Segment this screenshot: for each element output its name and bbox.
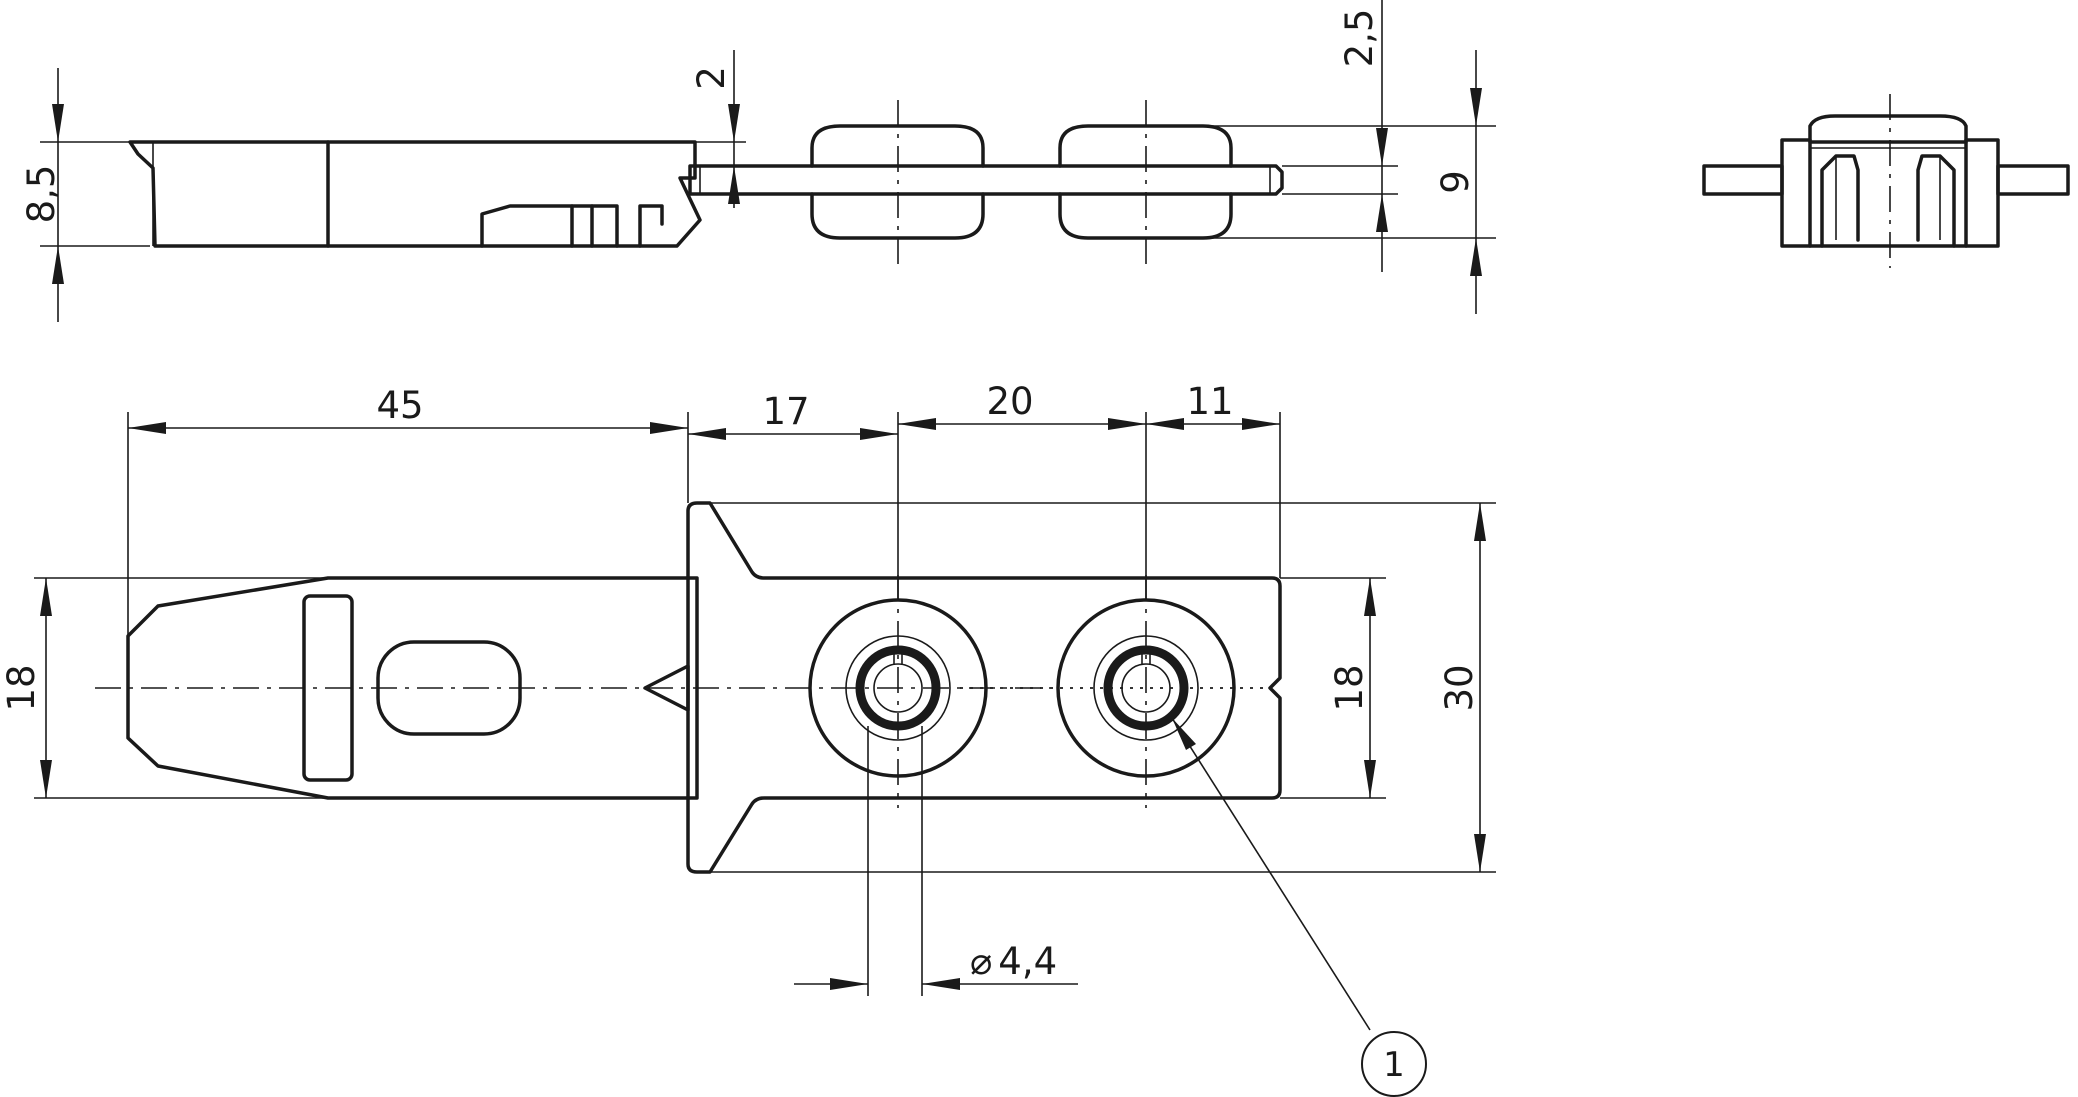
- plan-view-left-body: [126, 576, 699, 800]
- end-view-right-clip: [1916, 154, 1956, 248]
- arrow-2-5-bottom: [1376, 194, 1388, 232]
- arrow-11-right: [1242, 418, 1280, 430]
- side-view-latch-notch: [638, 204, 664, 248]
- arrow-11-left: [1146, 418, 1184, 430]
- dim-label-17: 17: [762, 390, 809, 433]
- arrow-45-left: [128, 422, 166, 434]
- arrow-18-right-bottom: [1364, 760, 1376, 798]
- arrow-18-left-bottom: [40, 760, 52, 798]
- arrow-45-right: [650, 422, 688, 434]
- arrow-9-top: [1470, 88, 1482, 126]
- plan-view-hole-left-inner: [873, 663, 923, 713]
- arrow-20-left: [898, 418, 936, 430]
- vertical-dimensions: 18 18 30: [0, 502, 1496, 873]
- dim-label-45: 45: [376, 384, 423, 427]
- plan-view: [95, 501, 1282, 874]
- callout-1: 1: [1171, 717, 1427, 1097]
- dim-label-30: 30: [1438, 664, 1481, 711]
- arrow-18-left-top: [40, 578, 52, 616]
- arrow-2-top: [728, 104, 740, 142]
- dim-label-11: 11: [1186, 380, 1233, 423]
- plan-view-right-plate: [686, 501, 1282, 874]
- dim-label-diameter: ⌀4,4: [970, 940, 1057, 983]
- dim-label-9: 9: [1434, 170, 1477, 194]
- arrow-9-bottom: [1470, 238, 1482, 276]
- horizontal-dimensions: 45 17 20 11: [127, 380, 1281, 636]
- callout-bubble: [1361, 1031, 1427, 1097]
- edge-view-plate: [688, 164, 1284, 196]
- arrow-30-bottom: [1474, 834, 1486, 872]
- dim-label-8-5: 8,5: [20, 165, 63, 224]
- arrow-8-5-top: [52, 104, 64, 142]
- end-view-left-lug: [1702, 164, 1784, 196]
- callout-number: 1: [1383, 1045, 1405, 1085]
- side-view-body-outline: [128, 140, 702, 248]
- end-view: [1702, 94, 2070, 268]
- side-view: 8,5 2: [20, 50, 746, 322]
- arrow-17-right: [860, 428, 898, 440]
- arrow-20-right: [1108, 418, 1146, 430]
- callout-leader-line: [1171, 717, 1371, 1031]
- diameter-symbol: ⌀: [970, 940, 992, 983]
- arrow-dia-left: [830, 978, 868, 990]
- diameter-value: 4,4: [998, 940, 1057, 983]
- arrow-18-right-top: [1364, 578, 1376, 616]
- edge-view: 2,5 9: [688, 0, 1496, 314]
- dim-label-18-right: 18: [1328, 664, 1371, 711]
- diameter-dimension: ⌀4,4: [794, 726, 1078, 996]
- callout-leader-arrow: [1172, 718, 1196, 750]
- dim-label-2: 2: [690, 66, 733, 90]
- end-view-body: [1780, 114, 2000, 248]
- side-view-latch-profile: [480, 204, 619, 248]
- dim-label-20: 20: [986, 380, 1033, 423]
- dim-label-2-5: 2,5: [1338, 9, 1381, 68]
- arrow-2-5-top: [1376, 128, 1388, 166]
- arrow-dia-right: [922, 978, 960, 990]
- arrow-30-top: [1474, 503, 1486, 541]
- arrow-8-5-bottom: [52, 246, 64, 284]
- end-view-right-lug: [1996, 164, 2070, 196]
- arrow-2-bottom: [728, 166, 740, 204]
- dim-label-18-left: 18: [0, 664, 43, 711]
- arrow-17-left: [688, 428, 726, 440]
- end-view-left-clip: [1820, 154, 1860, 248]
